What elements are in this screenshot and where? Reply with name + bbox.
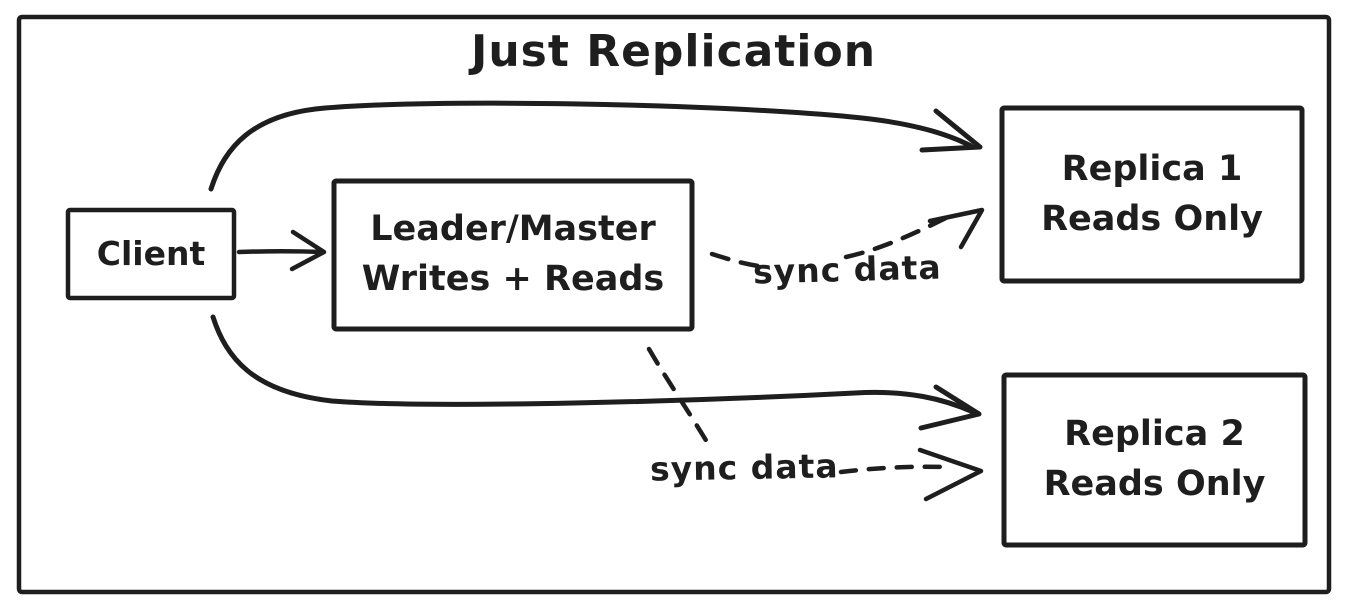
leader-node-label: Leader/Master Writes + Reads [334,181,692,329]
leader-to-replica2-dashed-arrow [646,346,984,502]
outer-frame [16,14,1332,595]
sync-data-label-bottom: sync data [649,446,839,489]
client-to-replica1-arrow [208,100,983,192]
replica2-node-label: Replica 2 Reads Only [1004,375,1305,545]
client-node-box [65,207,237,301]
client-to-leader-arrow [236,229,327,272]
replica1-node-label: Replica 1 Reads Only [1002,108,1302,281]
replica1-label-line2: Reads Only [1041,198,1263,239]
leader-node-box [331,178,695,332]
client-label-text: Client [96,233,206,273]
replica2-label-line2: Reads Only [1043,464,1266,504]
diagram-title: Just Replication [470,26,877,77]
client-to-replica2-arrow [210,314,982,431]
replica1-label-line1: Replica 1 [1061,148,1243,189]
sync-data-label-top: sync data [752,247,943,292]
replica1-node-box [999,105,1305,284]
client-node-label: Client [68,210,234,298]
leader-to-replica1-dashed-arrow [709,207,985,270]
leader-label-line1: Leader/Master [370,209,656,250]
replica2-node-box [1001,372,1308,548]
replica2-label-line1: Replica 2 [1064,414,1245,455]
leader-label-line2: Writes + Reads [361,259,665,299]
